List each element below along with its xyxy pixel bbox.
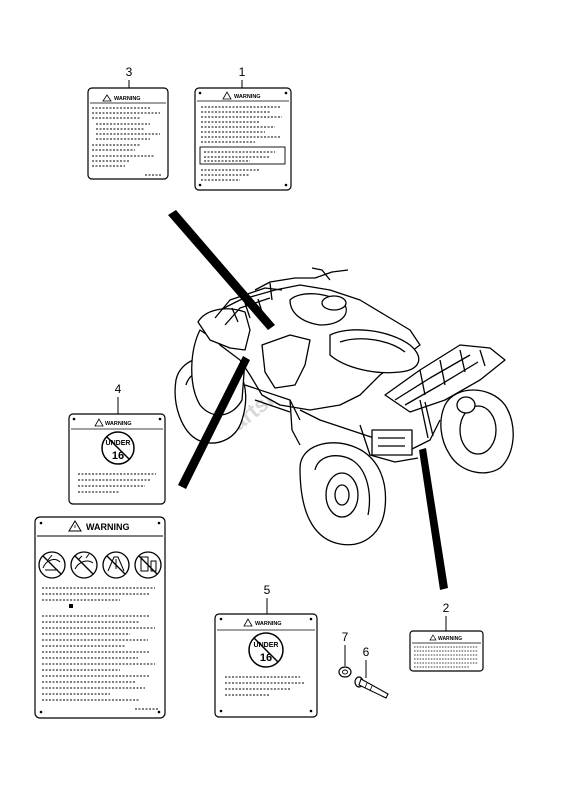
- pointer-label-1: [168, 210, 275, 330]
- warning-triangle-icon: [429, 634, 437, 641]
- part-6-rivet[interactable]: 6: [354, 645, 389, 699]
- label-3-warning-title: WARNING: [114, 96, 141, 102]
- svg-text:UNDER: UNDER: [106, 440, 131, 447]
- rider-prohibition-icon: [38, 551, 66, 579]
- pointer-label-2: [419, 448, 448, 590]
- warning-triangle-icon: [243, 618, 253, 627]
- label-1-boxed-lines: [204, 151, 275, 162]
- large-label-warning-title: WARNING: [86, 522, 130, 532]
- pointer-lines: [168, 210, 448, 590]
- passenger-prohibition-icon: [70, 551, 98, 579]
- warning-triangle-icon: [102, 94, 112, 102]
- label-2-warning-title: WARNING: [438, 636, 462, 642]
- callout-3: 3: [126, 65, 133, 79]
- label-part-4-large[interactable]: WARNING: [34, 516, 166, 719]
- callout-2: 2: [443, 601, 450, 615]
- atv-illustration: [174, 267, 514, 546]
- large-label-text-lines: [42, 587, 158, 710]
- callout-5: 5: [264, 583, 271, 597]
- label-5-text-lines: [225, 676, 305, 696]
- label-4-warning-title: WARNING: [105, 421, 132, 427]
- road-prohibition-icon: [102, 551, 130, 579]
- label-1-text-lines: [201, 106, 282, 181]
- label-part-1[interactable]: 1 WARNING: [194, 65, 292, 191]
- callout-7: 7: [342, 630, 349, 644]
- callout-6: 6: [363, 645, 370, 659]
- label-3-text-lines: [92, 107, 162, 176]
- no-under-16-icon: UNDER 16: [101, 431, 135, 465]
- label-part-5[interactable]: 5 WARNING UNDER 16: [214, 583, 318, 718]
- label-part-4[interactable]: 4 WARNING UNDER 16: [68, 382, 166, 505]
- label-part-2[interactable]: 2 WARNING: [409, 601, 484, 672]
- svg-text:UNDER: UNDER: [254, 642, 279, 649]
- svg-text:16: 16: [112, 450, 124, 462]
- alcohol-prohibition-icon: [134, 551, 162, 579]
- label-5-warning-title: WARNING: [255, 621, 282, 627]
- callout-4: 4: [115, 382, 122, 396]
- warning-triangle-icon: [94, 418, 104, 427]
- warning-triangle-icon: [68, 520, 82, 532]
- label-1-warning-title: WARNING: [234, 94, 261, 100]
- label-part-3[interactable]: 3 WARNING: [87, 65, 169, 180]
- no-under-16-icon: UNDER 16: [248, 632, 284, 668]
- label-2-text-lines: [414, 646, 478, 668]
- label-4-text-lines: [78, 473, 156, 493]
- pointer-label-4: [178, 356, 250, 489]
- warning-triangle-icon: [222, 91, 232, 100]
- svg-text:16: 16: [260, 652, 272, 664]
- callout-1: 1: [239, 65, 246, 79]
- part-7-washer[interactable]: 7: [338, 630, 352, 678]
